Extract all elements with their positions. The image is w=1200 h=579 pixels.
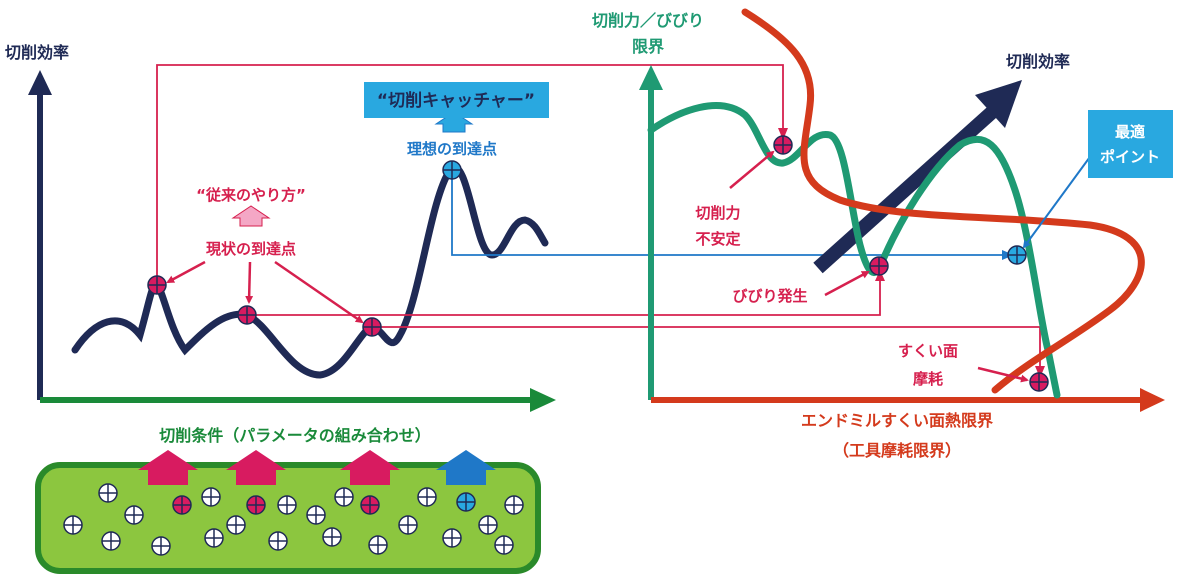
right-y-axis-arrowhead	[639, 65, 663, 90]
chatter-point-marker	[869, 256, 889, 276]
param-dot	[360, 495, 380, 515]
right-efficiency-label: 切削効率	[1006, 52, 1070, 71]
connector-line-2	[247, 275, 881, 316]
left-x-axis-arrowhead	[530, 388, 556, 412]
param-dot	[63, 515, 83, 535]
param-dot	[322, 527, 342, 547]
optimal-callout-box	[1088, 110, 1173, 178]
wear-label-line1: すくい面	[898, 342, 958, 360]
param-up-arrow-4	[436, 450, 496, 485]
efficiency-direction-arrow	[813, 99, 1005, 274]
param-dot	[456, 492, 476, 512]
efficiency-landscape-curve	[71, 163, 549, 379]
unstable-label-line2: 不安定	[695, 230, 740, 248]
catcher-label: “切削キャッチャー”	[377, 90, 535, 111]
param-dot	[277, 495, 297, 515]
left-x-axis-label: 切削条件（パラメータの組み合わせ）	[159, 426, 431, 445]
current-point-marker-1	[147, 275, 167, 295]
catcher-box	[364, 82, 549, 118]
param-dot	[334, 487, 354, 507]
param-up-arrow-3	[340, 450, 400, 485]
current-point-marker-2	[237, 305, 257, 325]
param-dot	[494, 535, 514, 555]
param-dot	[101, 531, 121, 551]
chatter-limit-label-line1: 切削力／びびり	[592, 11, 704, 30]
param-dot	[306, 505, 326, 525]
traditional-label: “従来のやり方”	[196, 186, 306, 204]
thermal-limit-curve	[741, 8, 1145, 394]
current-arrow-1	[166, 260, 206, 284]
param-dot	[172, 495, 192, 515]
current-label: 現状の到達点	[206, 240, 296, 258]
right-x-axis-label-line2: （工具摩耗限界）	[833, 441, 961, 460]
current-arrow-3	[274, 260, 364, 324]
stability-lobe-curve	[647, 102, 1061, 399]
current-point-marker-3	[362, 317, 382, 337]
param-dot	[368, 535, 388, 555]
ideal-label: 理想の到達点	[407, 140, 497, 158]
param-dot	[151, 536, 171, 556]
left-y-axis-label: 切削効率	[5, 43, 69, 62]
traditional-up-arrow	[231, 205, 271, 227]
chatter-limit-label-line2: 限界	[632, 37, 664, 56]
right-x-axis-label-line1: エンドミルすくい面熱限界	[801, 411, 993, 430]
unstable-label-line1: 切削力	[695, 204, 740, 222]
right-x-axis-arrowhead	[1140, 388, 1165, 412]
param-dot	[268, 531, 288, 551]
ideal-point-marker	[442, 160, 462, 180]
unstable-arrow	[729, 150, 775, 189]
param-dot	[504, 495, 524, 515]
chatter-arrow	[824, 270, 870, 297]
wear-point-marker	[1029, 372, 1049, 392]
param-dot	[98, 483, 118, 503]
optimal-point-marker	[1007, 245, 1027, 265]
optimal-label-line1: 最適	[1115, 123, 1145, 141]
param-dot	[478, 515, 498, 535]
param-dot	[201, 487, 221, 507]
param-up-arrow-1	[138, 450, 198, 485]
param-dot	[417, 487, 437, 507]
param-dot	[398, 515, 418, 535]
optimal-arrow	[1022, 149, 1096, 249]
connector-line-1-arrowhead	[778, 128, 788, 140]
chatter-label: びびり発生	[732, 287, 807, 305]
wear-arrow	[977, 366, 1029, 383]
optimal-label-line2: ポイント	[1100, 148, 1160, 166]
param-dot	[442, 528, 462, 548]
param-dot	[226, 515, 246, 535]
param-dot	[246, 495, 266, 515]
wear-label-line2: 摩耗	[913, 370, 943, 388]
param-dot	[204, 528, 224, 548]
connector-line-1	[156, 64, 784, 285]
efficiency-direction-arrowhead	[975, 80, 1022, 128]
left-y-axis-arrowhead	[28, 70, 52, 95]
current-arrow-2	[245, 261, 254, 304]
unstable-point-marker	[773, 135, 793, 155]
connector-line-3-arrowhead	[1035, 366, 1045, 378]
param-up-arrow-2	[226, 450, 286, 485]
param-dot	[124, 505, 144, 525]
